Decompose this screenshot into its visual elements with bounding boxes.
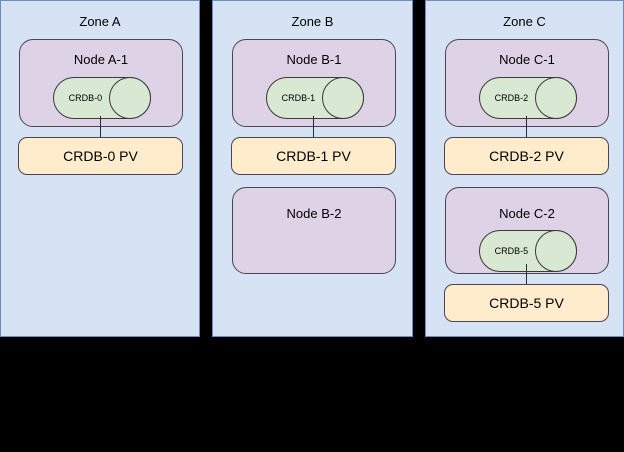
pv-box-crdb-2[interactable]: CRDB-2 PV [444,137,609,175]
connector-node-b-1-to-pv [313,116,314,138]
connector-node-c-1-to-pv [526,116,527,138]
zone-panel-b[interactable]: Zone B Node B-1 CRDB-1 CRDB-1 PV Node B-… [212,0,413,337]
zone-panel-c[interactable]: Zone C Node C-1 CRDB-2 CRDB-2 PV Node C-… [425,0,624,337]
connector-node-c-2-to-pv [526,264,527,285]
database-label-crdb-5: CRDB-5 [494,246,529,256]
node-title-a-1: Node A-1 [73,52,129,67]
database-label-crdb-2: CRDB-2 [494,93,529,103]
node-box-b-2[interactable]: Node B-2 [232,187,396,274]
node-title-b-2: Node B-2 [286,206,342,221]
database-cylinder-crdb-1[interactable]: CRDB-1 [266,77,364,119]
database-cylinder-crdb-5[interactable]: CRDB-5 [479,230,577,272]
zone-panel-a[interactable]: Zone A Node A-1 CRDB-0 CRDB-0 PV [0,0,200,337]
pv-box-crdb-5[interactable]: CRDB-5 PV [444,284,609,322]
node-title-b-1: Node B-1 [286,52,342,67]
node-box-a-1[interactable]: Node A-1 CRDB-0 [19,39,183,127]
zone-title-c: Zone C [503,14,546,29]
pv-box-crdb-1[interactable]: CRDB-1 PV [231,137,396,175]
zone-title-a: Zone A [79,14,121,29]
database-cylinder-crdb-0[interactable]: CRDB-0 [53,77,151,119]
node-box-c-2[interactable]: Node C-2 CRDB-5 [445,187,609,274]
database-cylinder-crdb-2[interactable]: CRDB-2 [479,77,577,119]
database-label-crdb-0: CRDB-0 [68,93,103,103]
node-box-b-1[interactable]: Node B-1 CRDB-1 [232,39,396,127]
zone-title-b: Zone B [291,14,334,29]
node-title-c-1: Node C-1 [499,52,555,67]
database-label-crdb-1: CRDB-1 [281,93,316,103]
pv-box-crdb-0[interactable]: CRDB-0 PV [18,137,183,175]
node-title-c-2: Node C-2 [499,206,555,221]
connector-node-a-1-to-pv [100,116,101,138]
node-box-c-1[interactable]: Node C-1 CRDB-2 [445,39,609,127]
